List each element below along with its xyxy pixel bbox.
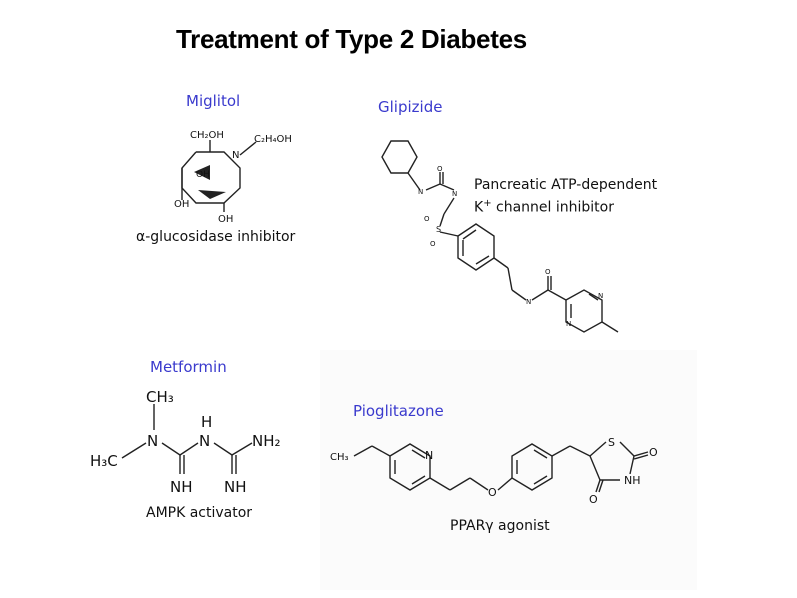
metformin-atom-nh2: NH₂ — [252, 432, 281, 450]
glipizide-atom-nh2: N — [452, 190, 457, 198]
pioglitazone-atom-o: O — [488, 486, 497, 499]
miglitol-name: Miglitol — [186, 92, 241, 110]
pioglitazone-name: Pioglitazone — [353, 402, 444, 420]
metformin-atom-n1: N — [147, 432, 158, 450]
glipizide-atom-o3: O — [430, 240, 436, 248]
pioglitazone-atom-o-top: O — [649, 446, 658, 459]
metformin-atom-nh-a: NH — [170, 478, 193, 496]
glipizide-atom-o4: O — [545, 268, 551, 276]
metformin-caption: AMPK activator — [146, 505, 253, 521]
miglitol-atom-ch2oh: CH₂OH — [190, 130, 224, 141]
glipizide-atom-nh1: N — [418, 188, 423, 196]
glipizide-atom-o1: O — [437, 165, 443, 173]
pioglitazone-caption: PPARγ agonist — [450, 518, 550, 534]
pioglitazone-atom-n: N — [425, 449, 433, 462]
metformin-name: Metformin — [150, 358, 227, 376]
pioglitazone-atom-s: S — [608, 436, 615, 449]
miglitol-atom-c2h4oh: C₂H₄OH — [254, 134, 292, 145]
metformin-atom-n2: N — [199, 432, 210, 450]
pioglitazone-atom-ch3: CH₃ — [330, 452, 349, 463]
metformin-atom-h: H — [201, 413, 212, 431]
page-title: Treatment of Type 2 Diabetes — [176, 24, 527, 54]
gamma-symbol: γ — [485, 518, 494, 534]
metformin-atom-h3c: H₃C — [90, 452, 118, 470]
miglitol-atom-oh2: OH — [174, 199, 189, 210]
glipizide-atom-s: S — [436, 225, 441, 234]
glipizide-atom-n2: N — [566, 320, 571, 328]
pioglitazone-atom-o-bot: O — [589, 493, 598, 506]
alpha-symbol: α — [136, 229, 146, 245]
pioglitazone-atom-nh: NH — [624, 474, 641, 487]
metformin-atom-nh-b: NH — [224, 478, 247, 496]
pioglitazone-panel — [320, 350, 697, 590]
miglitol-caption: α-glucosidase inhibitor — [136, 229, 296, 245]
miglitol-atom-oh3: OH — [218, 214, 233, 225]
glipizide-caption-line2: K+ channel inhibitor — [474, 198, 614, 216]
glipizide-atom-nh3: N — [526, 298, 531, 306]
metformin-atom-ch3: CH₃ — [146, 388, 174, 406]
miglitol-atom-n: N — [232, 150, 239, 161]
miglitol-atom-oh1: OH — [196, 170, 210, 180]
glipizide-name: Glipizide — [378, 98, 443, 116]
glipizide-atom-n1: N — [598, 292, 603, 300]
glipizide-caption-line1: Pancreatic ATP-dependent — [474, 177, 658, 193]
glipizide-atom-o2: O — [424, 215, 430, 223]
